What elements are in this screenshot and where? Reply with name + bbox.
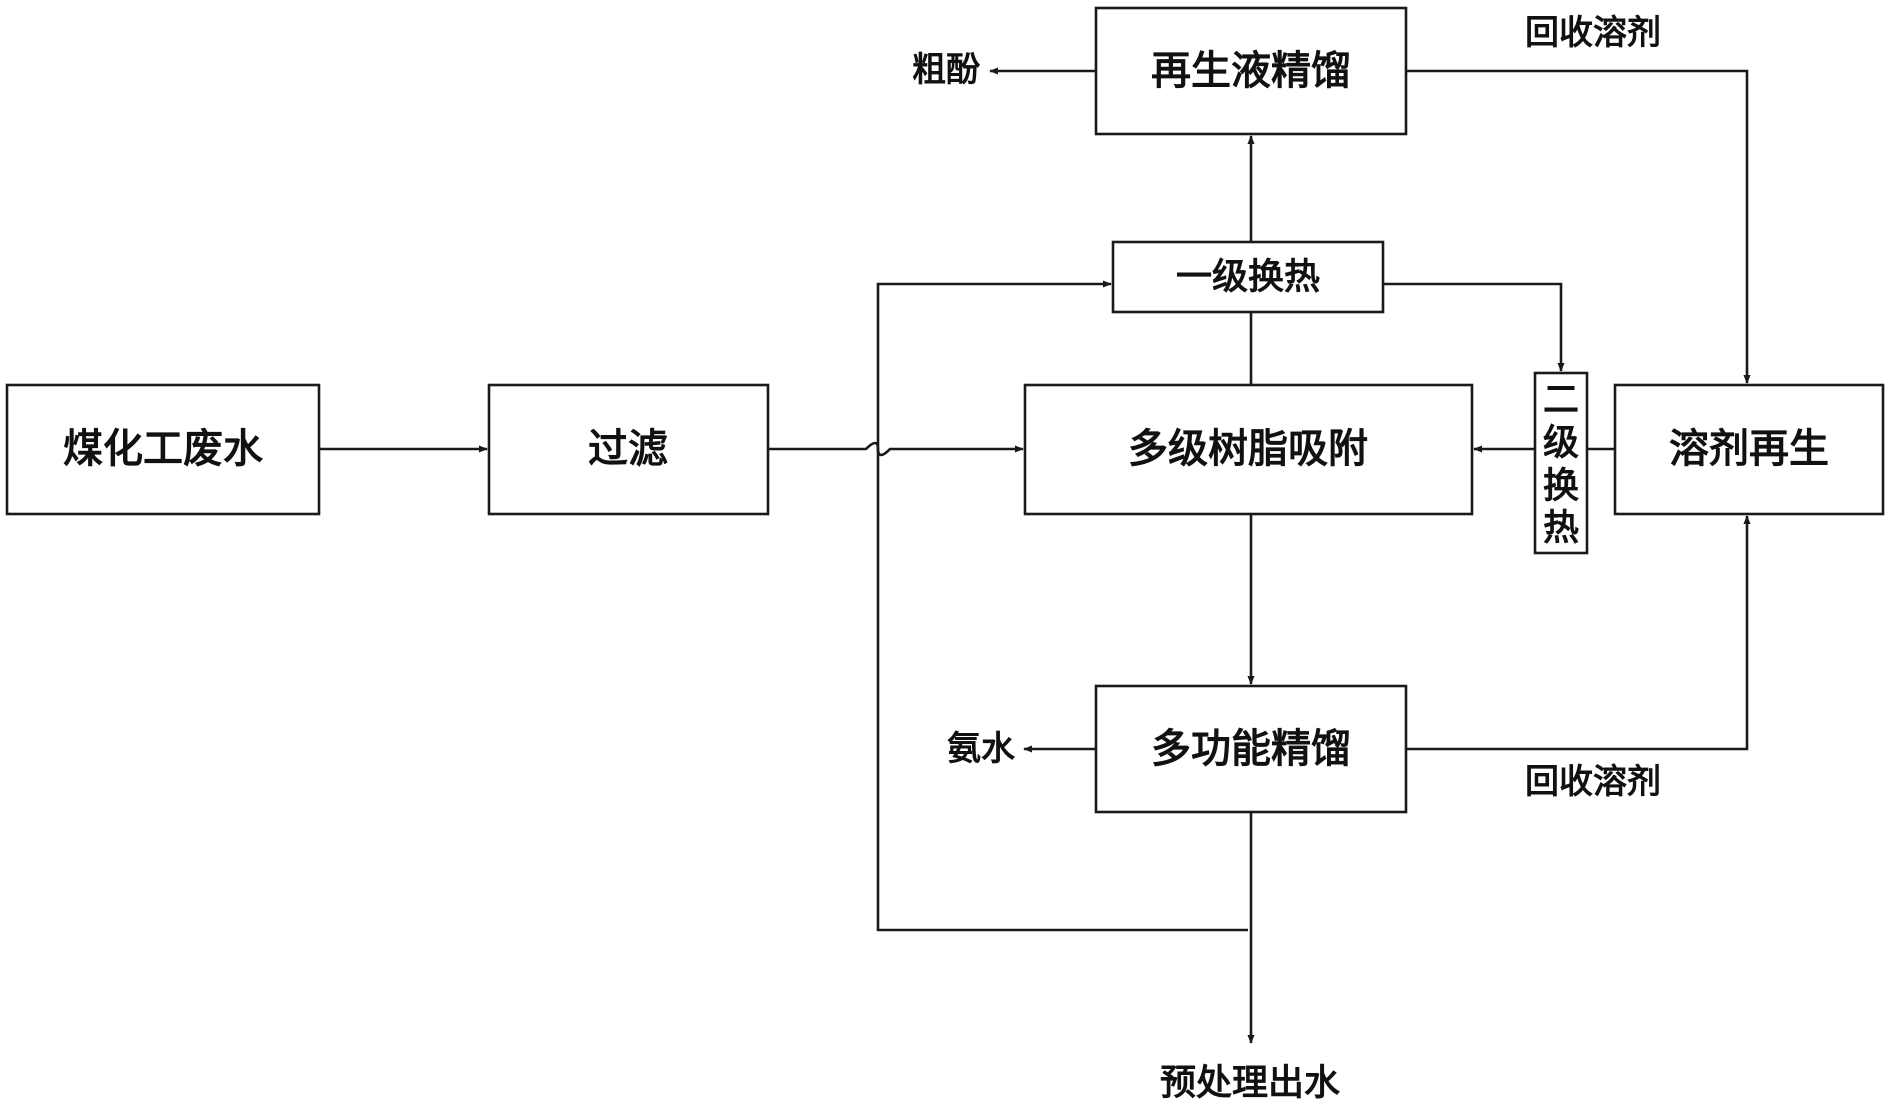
label-heat-exchange-2-char4: 热 bbox=[1543, 508, 1579, 549]
line-bypass-loop bbox=[876, 280, 1248, 932]
box-resin-adsorption bbox=[1023, 383, 1474, 516]
box-wastewater bbox=[5, 383, 321, 516]
label-regeneration-distillation: 再生液精馏 bbox=[1151, 48, 1351, 94]
label-resin-adsorption: 多级树脂吸附 bbox=[1128, 426, 1368, 472]
label-recovered-solvent-bottom: 回收溶剂 bbox=[1525, 762, 1661, 802]
label-heat-exchange-1: 一级换热 bbox=[1176, 257, 1320, 298]
label-heat-exchange-2-char3: 换 bbox=[1543, 466, 1579, 507]
arrow-filter-to-resin bbox=[768, 441, 1024, 457]
box-heat-exchange-2 bbox=[1533, 371, 1589, 555]
label-pretreated-effluent: 预处理出水 bbox=[1160, 1063, 1341, 1104]
label-multifunction-distillation: 多功能精馏 bbox=[1151, 726, 1351, 772]
label-ammonia-water: 氨水 bbox=[947, 729, 1016, 769]
label-heat-exchange-2-char2: 级 bbox=[1543, 423, 1579, 464]
arrow-heat-exchange-1-to-2 bbox=[1383, 282, 1565, 372]
box-filter bbox=[487, 383, 770, 516]
arrow-recovered-solvent-top bbox=[1406, 69, 1751, 384]
label-solvent-regeneration: 溶剂再生 bbox=[1669, 426, 1829, 472]
arrow-recovered-solvent-bottom bbox=[1406, 515, 1751, 751]
label-heat-exchange-2-char1: 二 bbox=[1543, 380, 1579, 421]
label-filter: 过滤 bbox=[588, 426, 668, 472]
label-recovered-solvent-top: 回收溶剂 bbox=[1525, 13, 1661, 53]
box-regeneration-distillation bbox=[1094, 6, 1408, 136]
box-heat-exchange-1 bbox=[1111, 240, 1385, 314]
label-crude-phenol: 粗酚 bbox=[912, 50, 981, 90]
label-wastewater: 煤化工废水 bbox=[63, 426, 264, 472]
box-solvent-regeneration bbox=[1613, 383, 1885, 516]
